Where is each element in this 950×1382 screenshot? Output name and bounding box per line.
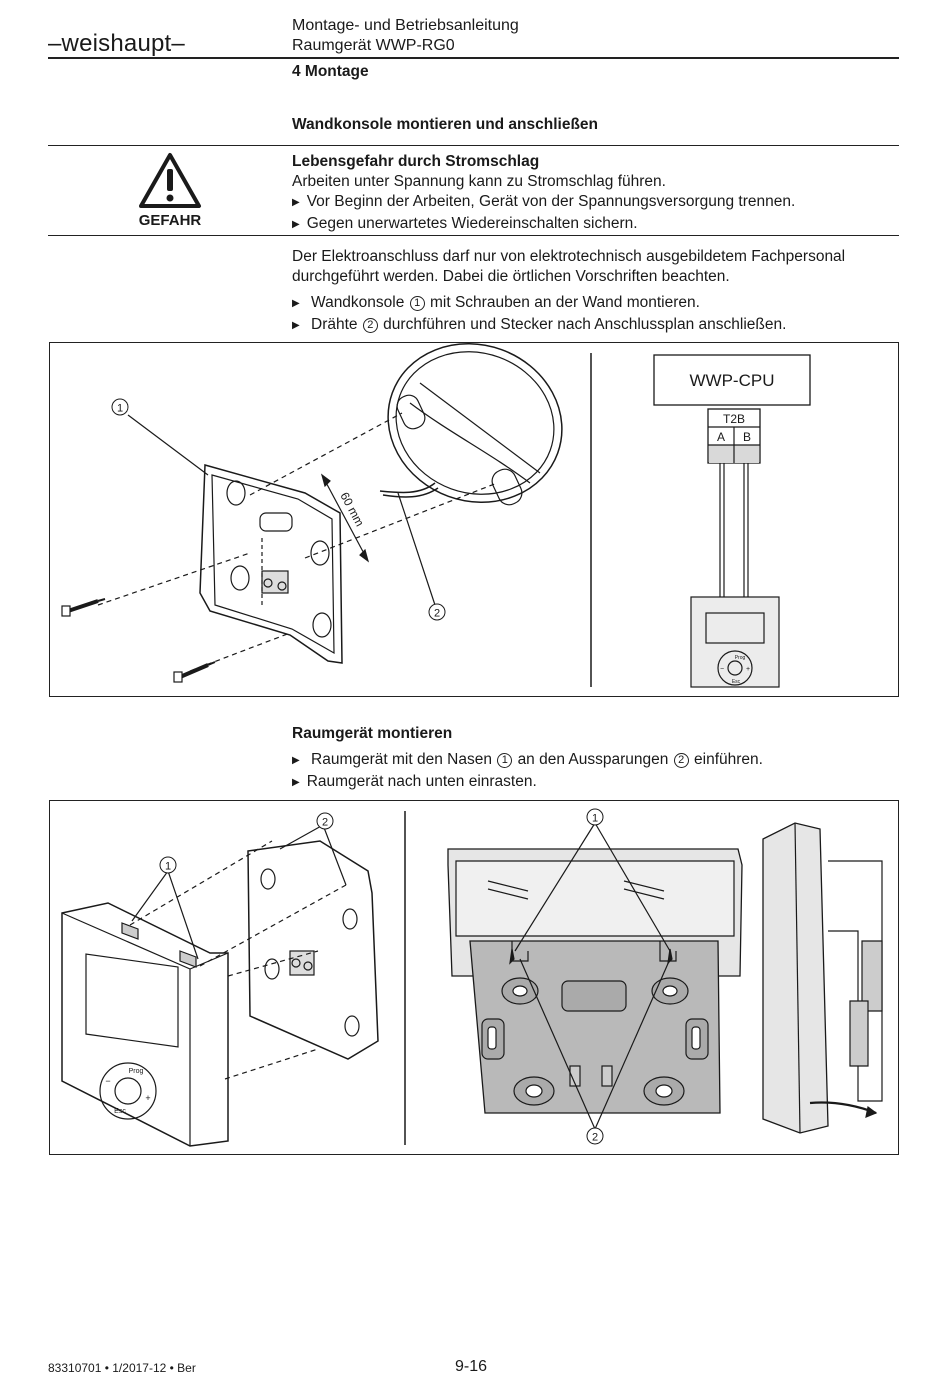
terminal-label: T2B <box>723 412 745 426</box>
esc-key-label: Esc <box>732 679 741 685</box>
callout-2-left: 2 <box>322 817 328 829</box>
wall-console-heading: Wandkonsole montieren und anschließen <box>292 116 599 133</box>
step-text: Drähte <box>311 316 358 333</box>
step-text: Wandkonsole <box>311 294 405 311</box>
document-header: Montage- und Betriebsanleitung Raumgerät… <box>292 16 519 56</box>
warning-triangle-icon <box>139 153 201 208</box>
warning-block: Lebensgefahr durch Stromschlag Arbeiten … <box>292 152 795 236</box>
room-unit-illustration: 1 2 1 2 Prog Esc − + <box>61 808 883 1147</box>
header-rule <box>48 57 899 59</box>
warning-bullet: Vor Beginn der Arbeiten, Gerät von der S… <box>292 192 796 214</box>
callout-number: 2 <box>673 753 689 768</box>
dimension-label: 60 mm <box>337 490 367 529</box>
callout-1: 1 <box>117 403 123 415</box>
callout-number: 1 <box>497 753 513 768</box>
warning-bottom-rule <box>48 235 899 236</box>
wall-step: Drähte 2 durchführen und Stecker nach An… <box>292 315 786 337</box>
electric-note: Der Elektroanschluss darf nur von elektr… <box>292 247 845 287</box>
pin-b-label: B <box>743 430 751 444</box>
callout-number: 1 <box>409 296 425 311</box>
room-step: Raumgerät mit den Nasen 1 an den Ausspar… <box>292 750 763 772</box>
step-text: mit Schrauben an der Wand montieren. <box>429 294 700 311</box>
step-text: durchführen und Stecker nach Anschlusspl… <box>383 316 787 333</box>
callout-2: 2 <box>434 608 440 620</box>
electric-note-line: durchgeführt werden. Dabei die örtlichen… <box>292 268 730 285</box>
document-number: 83310701 • 1/2017-12 • Ber <box>48 1361 196 1375</box>
minus-key-label: − <box>720 666 724 673</box>
page-number: 9-16 <box>455 1358 488 1375</box>
plus-key-label: + <box>746 666 750 673</box>
device-name: Raumgerät WWP-RG0 <box>292 37 455 54</box>
cpu-label: WWP-CPU <box>690 371 775 390</box>
wall-console-illustration: 1 2 60 mm WWP-CPU T2B A B Prog Esc − + <box>61 343 811 688</box>
document-title: Montage- und Betriebsanleitung <box>292 17 519 34</box>
step-text: an den Aussparungen <box>517 751 669 768</box>
room-unit-heading: Raumgerät montieren <box>292 725 453 742</box>
wall-step: Wandkonsole 1 mit Schrauben an der Wand … <box>292 293 786 315</box>
room-unit-figure: 1 2 1 2 Prog Esc − + <box>49 800 899 1155</box>
prog-key-label: Prog <box>735 655 746 661</box>
callout-1-left: 1 <box>165 861 171 873</box>
plus-key-label: + <box>145 1093 150 1103</box>
warning-bullet: Gegen unerwartetes Wiedereinschalten sic… <box>292 214 795 236</box>
warning-title: Lebensgefahr durch Stromschlag <box>292 153 540 170</box>
room-step: Raumgerät nach unten einrasten. <box>292 772 763 794</box>
esc-key-label: Esc <box>114 1108 126 1115</box>
wall-console-figure: 1 2 60 mm WWP-CPU T2B A B Prog Esc − + <box>49 342 899 697</box>
step-text: einführen. <box>694 751 763 768</box>
brand-logo: –weishaupt– <box>48 30 185 57</box>
prog-key-label: Prog <box>129 1068 144 1075</box>
warning-text: Arbeiten unter Spannung kann zu Stromsch… <box>292 173 666 190</box>
electric-note-line: Der Elektroanschluss darf nur von elektr… <box>292 248 846 265</box>
minus-key-label: − <box>105 1076 110 1086</box>
section-title: 4 Montage <box>292 63 369 80</box>
wall-steps: Wandkonsole 1 mit Schrauben an der Wand … <box>292 293 786 337</box>
callout-2-back: 2 <box>592 1132 598 1144</box>
callout-number: 2 <box>362 318 378 333</box>
step-text: Raumgerät mit den Nasen <box>311 751 492 768</box>
warning-bullet-text: Gegen unerwartetes Wiedereinschalten sic… <box>306 215 638 232</box>
pin-a-label: A <box>717 430 725 444</box>
warning-top-rule <box>48 145 899 146</box>
danger-label: GEFAHR <box>138 212 202 229</box>
callout-1-back: 1 <box>592 813 598 825</box>
step-text: Raumgerät nach unten einrasten. <box>306 773 537 790</box>
warning-bullet-text: Vor Beginn der Arbeiten, Gerät von der S… <box>306 193 796 210</box>
room-steps: Raumgerät mit den Nasen 1 an den Ausspar… <box>292 750 763 794</box>
